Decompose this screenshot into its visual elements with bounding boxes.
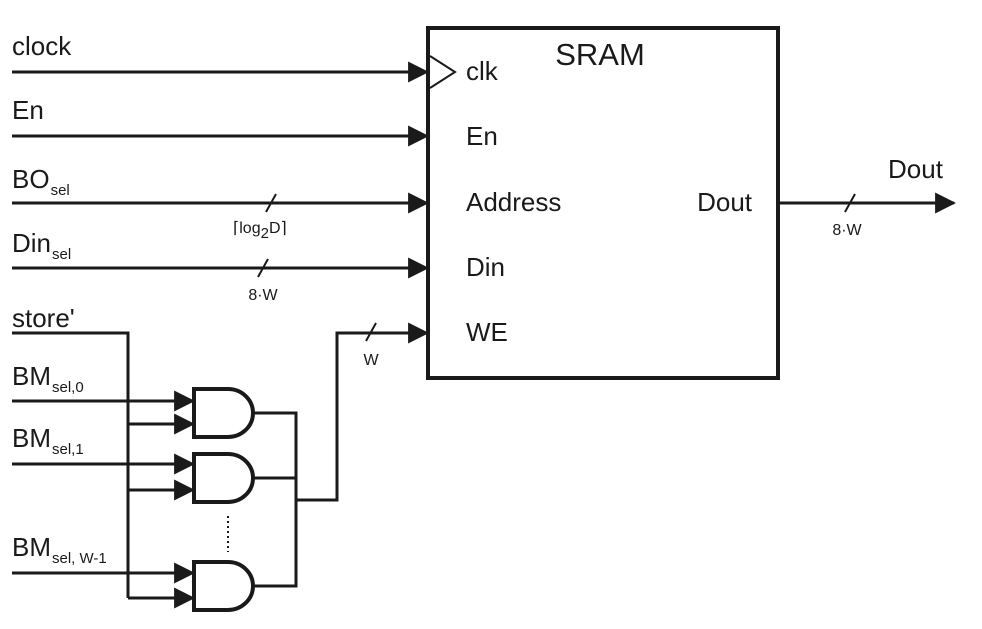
wire-store: [12, 331, 130, 598]
clock-triangle-icon: [429, 55, 457, 89]
signal-bm-sel-1: BMsel,1: [12, 423, 84, 458]
signal-dout-out: Dout: [888, 154, 944, 184]
width-address: ⌈log2D⌉: [233, 220, 287, 242]
width-we: W: [363, 352, 379, 369]
port-en: En: [466, 121, 498, 151]
signal-bo-sel: BOsel: [12, 164, 70, 199]
wire-gate-outputs: [253, 411, 298, 588]
width-dout: 8·W: [832, 222, 862, 239]
wire-we: [296, 322, 430, 502]
and-gate-icon: [192, 387, 255, 439]
signal-bm-sel-0: BMsel,0: [12, 361, 84, 396]
signal-din-sel: Dinsel: [12, 228, 71, 263]
signal-en: En: [12, 95, 44, 125]
sram-block: [426, 26, 780, 380]
width-din: 8·W: [248, 287, 278, 304]
port-dout: Dout: [697, 187, 753, 217]
signal-clock: clock: [12, 31, 72, 61]
bus-slash-din: [257, 258, 269, 278]
bus-slash-address: [265, 193, 277, 213]
port-we: WE: [466, 317, 508, 347]
and-gate-icon: [192, 452, 255, 504]
port-address: Address: [466, 187, 561, 217]
port-din: Din: [466, 252, 505, 282]
signal-store: store': [12, 303, 75, 333]
port-clk: clk: [466, 56, 499, 86]
sram-title: SRAM: [555, 37, 645, 72]
and-gate-icon: [192, 560, 255, 612]
signal-bm-sel-w-1: BMsel, W-1: [12, 532, 107, 567]
